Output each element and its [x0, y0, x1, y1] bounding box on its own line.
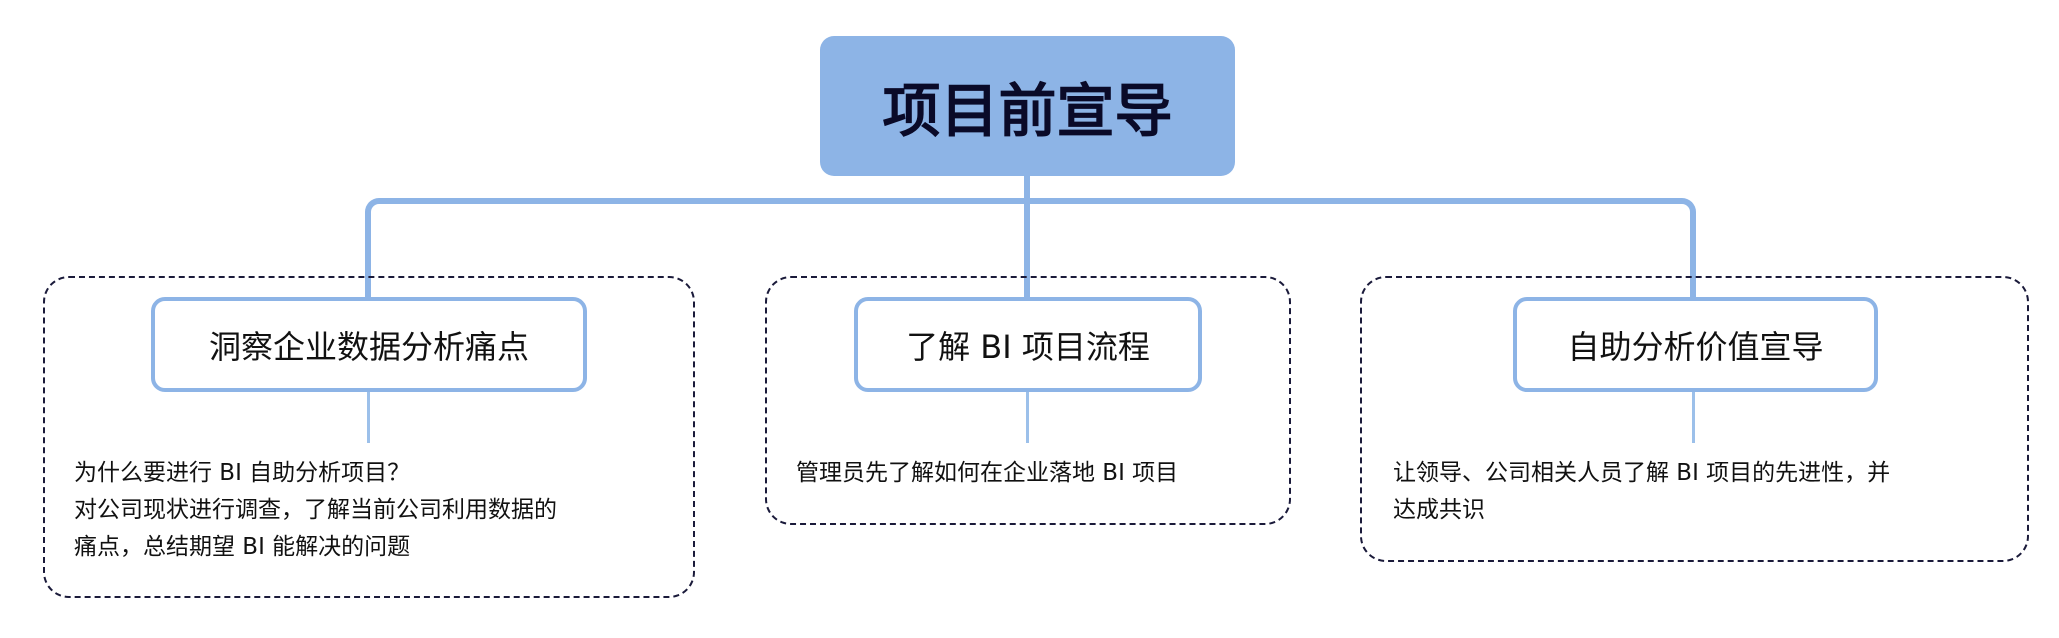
- branch-description-middle: 管理员先了解如何在企业落地 BI 项目: [796, 460, 1179, 486]
- branch-group-middle: [765, 276, 1291, 525]
- connector-middle: [1024, 198, 1030, 298]
- branch-group-right: [1360, 276, 2029, 562]
- root-node[interactable]: 项目前宣导: [820, 36, 1235, 176]
- branch-description-left: 为什么要进行 BI 自助分析项目？ 对公司现状进行调查，了解当前公司利用数据的 …: [74, 460, 557, 560]
- connector-left: [365, 230, 371, 298]
- branch-group-left: [43, 276, 695, 598]
- root-stem-connector: [1024, 176, 1030, 201]
- branch-node-middle[interactable]: 了解 BI 项目流程: [854, 297, 1202, 392]
- branch-description-right: 让领导、公司相关人员了解 BI 项目的先进性，并 达成共识: [1393, 460, 1891, 523]
- branch-node-left[interactable]: 洞察企业数据分析痛点: [151, 297, 587, 392]
- stem-right: [1692, 392, 1695, 443]
- horizontal-connector: [365, 198, 1696, 238]
- branch-node-right[interactable]: 自助分析价值宣导: [1513, 297, 1878, 392]
- connector-right: [1690, 230, 1696, 298]
- stem-left: [367, 392, 370, 443]
- stem-middle: [1026, 392, 1029, 443]
